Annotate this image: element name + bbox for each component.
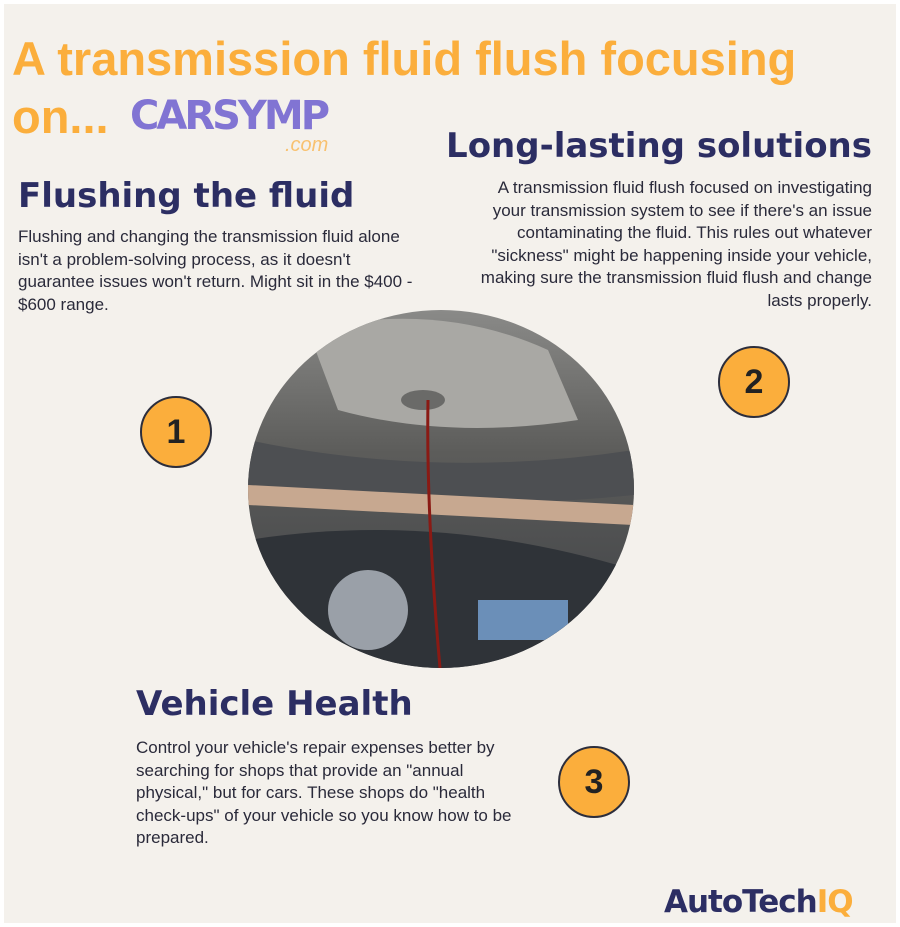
logo-main: AutoTech: [664, 884, 818, 920]
watermark-suffix: .com: [285, 134, 329, 156]
section-2-heading: Long-lasting solutions: [446, 126, 872, 166]
step-3-badge: 3: [558, 746, 630, 818]
transmission-fluid-drain-photo: [248, 310, 634, 668]
section-3-body: Control your vehicle's repair expenses b…: [136, 738, 512, 847]
autotechiq-logo: AutoTechIQ: [664, 884, 854, 920]
step-1-badge: 1: [140, 396, 212, 468]
logo-accent: IQ: [816, 884, 854, 920]
page-title: A transmission fluid flush focusing on..…: [12, 32, 797, 143]
step-2-badge: 2: [718, 346, 790, 418]
watermark-logo: CARSYMP: [130, 93, 330, 139]
section-1-heading: Flushing the fluid: [18, 176, 355, 216]
section-3-heading: Vehicle Health: [136, 684, 413, 724]
section-2-body: A transmission fluid flush focused on in…: [480, 178, 872, 310]
section-1-body: Flushing and changing the transmission f…: [18, 227, 413, 314]
